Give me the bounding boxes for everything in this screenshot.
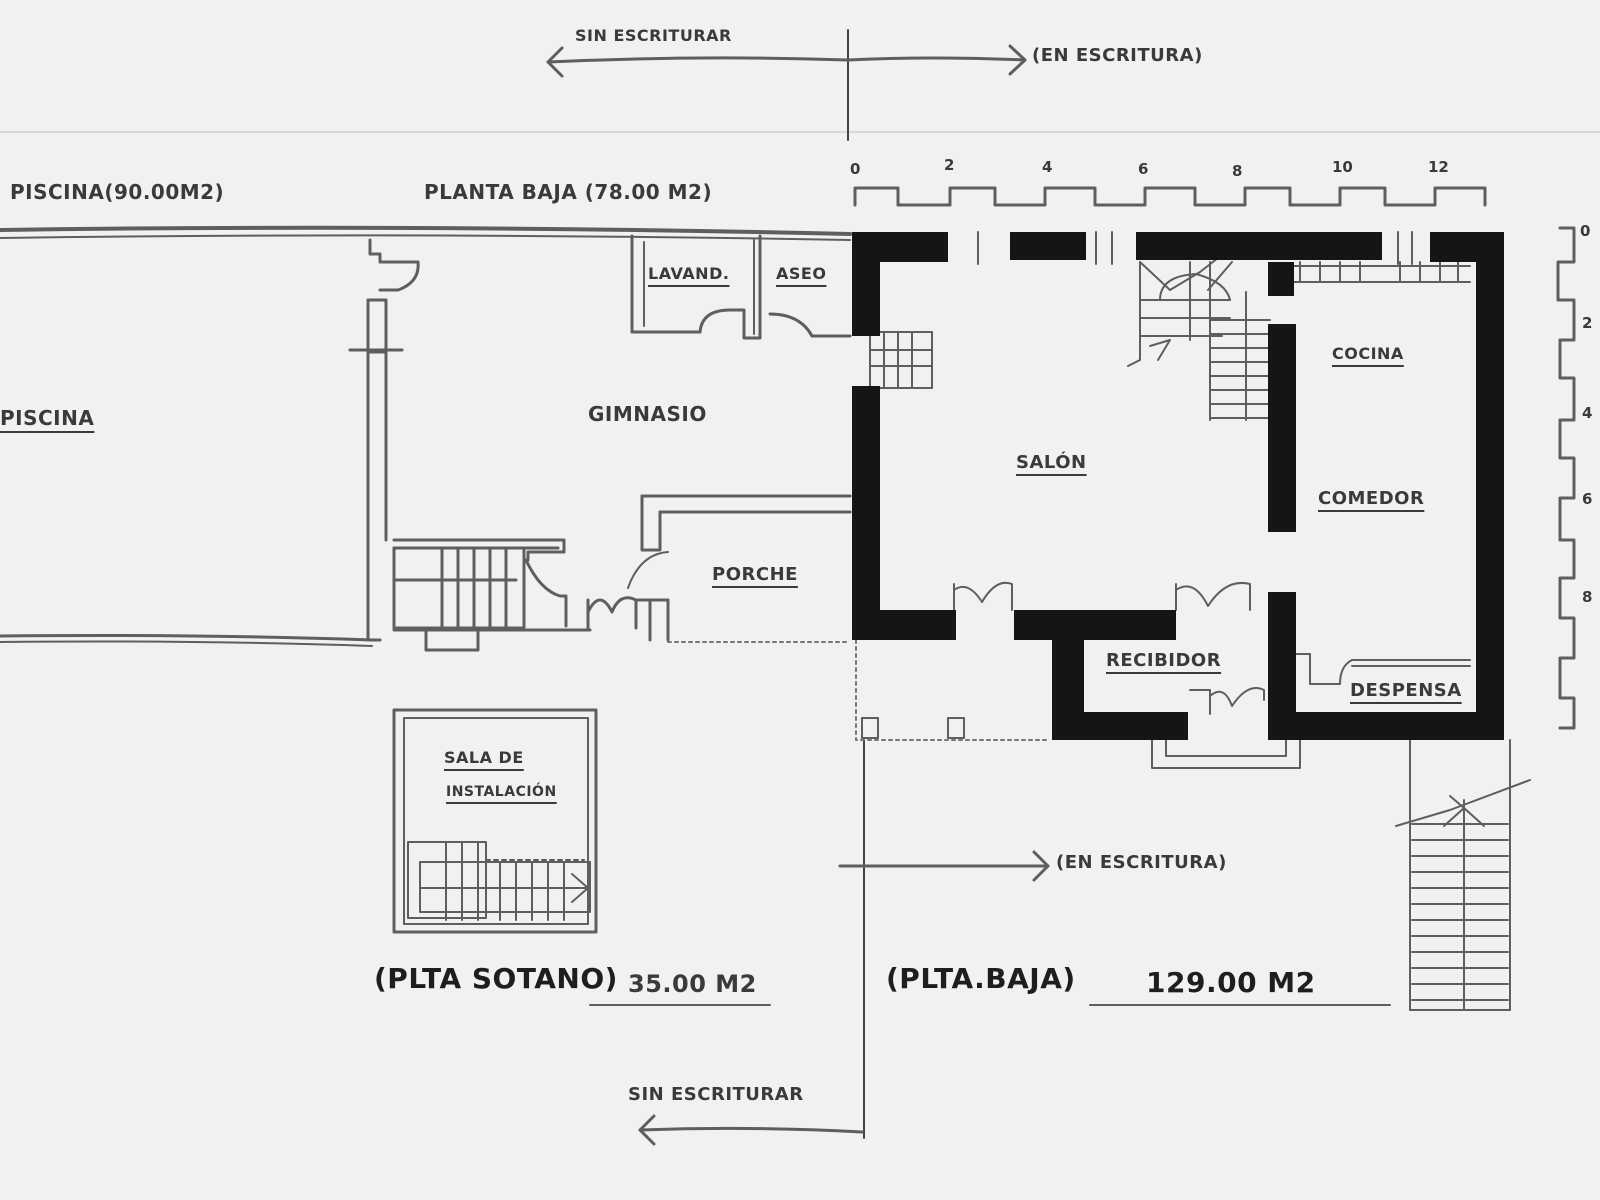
- room-label-gimnasio: GIMNASIO: [588, 402, 707, 426]
- piscina-area-header: PISCINA(90.00M2): [10, 180, 225, 204]
- room-label-comedor: COMEDOR: [1318, 488, 1425, 509]
- room-label-aseo: ASEO: [776, 264, 827, 283]
- room-label-lavanderia: LAVAND.: [648, 264, 730, 283]
- scale-h-tick-10: 10: [1332, 158, 1353, 176]
- scale-h-tick-2: 2: [944, 156, 955, 174]
- scale-h-tick-4: 4: [1042, 158, 1053, 176]
- room-label-salon: SALÓN: [1016, 452, 1087, 473]
- room-label-recibidor: RECIBIDOR: [1106, 650, 1222, 671]
- legend-en-escritura-mid: (EN ESCRITURA): [1056, 852, 1227, 873]
- scale-h-tick-8: 8: [1232, 162, 1243, 180]
- planta-baja-area-header: PLANTA BAJA (78.00 M2): [424, 180, 713, 204]
- room-label-piscina: PISCINA: [0, 406, 95, 430]
- room-label-porche: PORCHE: [712, 564, 798, 585]
- sotano-floor-label: (PLTA SOTANO): [374, 962, 618, 995]
- scale-v-tick-6: 6: [1582, 490, 1593, 508]
- room-label-sala-de: SALA DE: [444, 748, 524, 767]
- scale-v-tick-0: 0: [1580, 222, 1591, 240]
- sotano-floor-area: 35.00 M2: [628, 970, 757, 998]
- room-label-instalacion: INSTALACIÓN: [446, 784, 557, 800]
- baja-floor-label: (PLTA.BAJA): [886, 962, 1076, 995]
- scale-h-tick-12: 12: [1428, 158, 1449, 176]
- legend-sin-escriturar-top: SIN ESCRITURAR: [575, 26, 732, 45]
- scale-v-tick-8: 8: [1582, 588, 1593, 606]
- room-label-cocina: COCINA: [1332, 344, 1404, 363]
- baja-floor-area: 129.00 M2: [1146, 966, 1316, 999]
- scale-h-tick-6: 6: [1138, 160, 1149, 178]
- scale-v-tick-4: 4: [1582, 404, 1593, 422]
- scale-h-tick-0: 0: [850, 160, 861, 178]
- scale-v-tick-2: 2: [1582, 314, 1593, 332]
- room-label-despensa: DESPENSA: [1350, 680, 1462, 701]
- legend-en-escritura-top: (EN ESCRITURA): [1032, 45, 1203, 66]
- legend-sin-escriturar-bottom: SIN ESCRITURAR: [628, 1084, 804, 1105]
